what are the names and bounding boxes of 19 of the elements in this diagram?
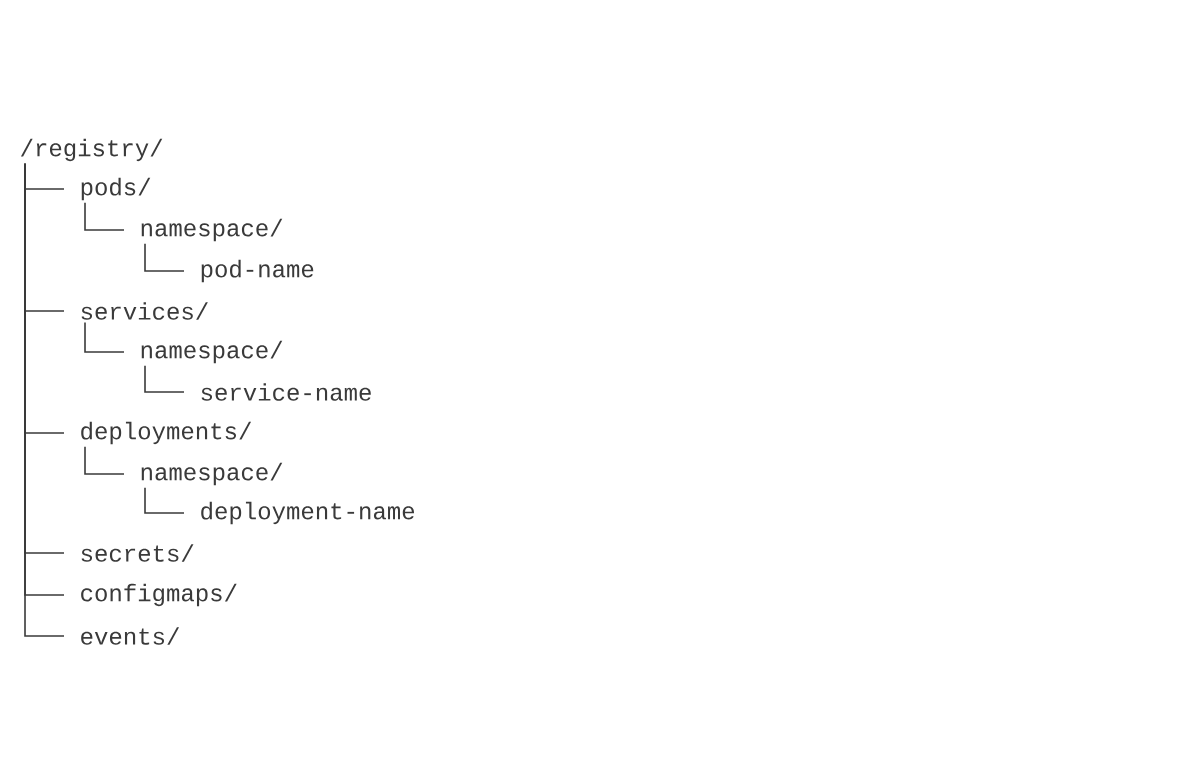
tree-connector xyxy=(144,364,185,393)
tree-connector xyxy=(144,243,185,272)
tree-connector xyxy=(144,486,185,514)
tree-entry: pods/ xyxy=(81,177,151,201)
tree-entry: namespace/ xyxy=(141,340,283,364)
tree-connector xyxy=(84,321,125,353)
tree-connector xyxy=(84,202,125,231)
tree-entry: pod-name xyxy=(201,259,314,283)
tree-entry: events/ xyxy=(81,627,180,645)
tree-entry: services/ xyxy=(81,302,208,320)
tree-entry: /registry/ xyxy=(20,138,163,162)
tree-entry: configmaps/ xyxy=(81,583,237,607)
tree-entry: service-name xyxy=(201,383,371,401)
tree-entry: namespace/ xyxy=(141,218,283,242)
tree-entry: namespace/ xyxy=(141,462,283,486)
tree-entry: secrets/ xyxy=(81,544,194,562)
tree-entry: deployment-name xyxy=(201,501,414,525)
tree-entry: deployments/ xyxy=(81,421,252,445)
tree-connector xyxy=(84,445,125,475)
